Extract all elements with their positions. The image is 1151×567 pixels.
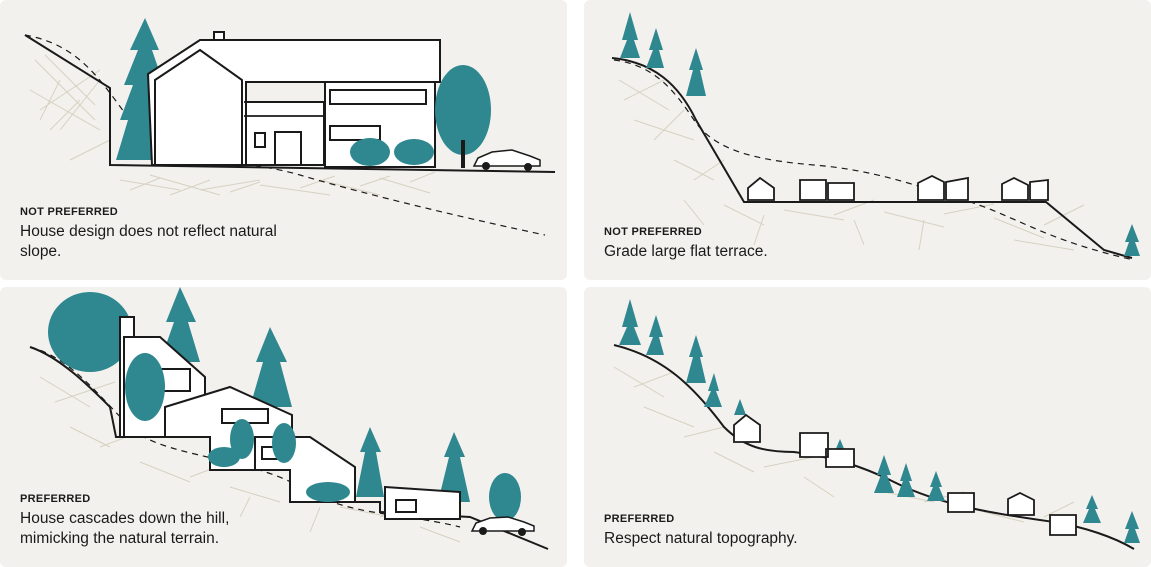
tree-icon <box>48 292 132 372</box>
house-icon <box>947 492 975 513</box>
preference-tag: NOT PREFERRED <box>604 226 703 238</box>
tree-icon <box>646 28 664 68</box>
tree-icon <box>620 12 640 58</box>
preference-tag: NOT PREFERRED <box>20 206 119 218</box>
tree-icon <box>1124 224 1140 256</box>
graded-ground <box>24 34 556 173</box>
panel-not-preferred-large-house: NOT PREFERRED House design does not refl… <box>0 0 567 280</box>
tree-icon <box>438 432 470 502</box>
tree-icon <box>356 427 384 497</box>
house-icon <box>1007 491 1035 516</box>
panel-preferred-cascading-house: PREFERRED House cascades down the hill, … <box>0 287 567 567</box>
tree-icon <box>734 399 746 415</box>
tree-icon <box>646 315 664 355</box>
caption-text: House design does not reflect natural sl… <box>20 223 277 260</box>
caption: PREFERRED House cascades down the hill, … <box>20 493 260 549</box>
house-icon <box>1049 514 1077 536</box>
house-icon <box>799 432 855 468</box>
soil-hatch <box>618 79 1085 251</box>
natural-slope-line <box>29 346 461 528</box>
caption: NOT PREFERRED Grade large flat terrace. <box>604 226 904 262</box>
flat-terrace-ground <box>611 57 1133 259</box>
cascading-house-illustration <box>29 287 549 550</box>
shrub-icon <box>350 138 390 166</box>
tree-icon <box>619 299 641 345</box>
panel-preferred-natural-topography: PREFERRED Respect natural topography. <box>584 287 1151 567</box>
caption-text: House cascades down the hill, mimicking … <box>20 510 230 547</box>
house-icon <box>733 413 761 443</box>
caption-text: Respect natural topography. <box>604 530 798 547</box>
caption-text: Grade large flat terrace. <box>604 243 768 260</box>
large-house-illustration <box>24 18 556 236</box>
preference-tag: PREFERRED <box>604 513 675 525</box>
tree-icon <box>897 463 915 497</box>
soil-hatch <box>29 54 436 196</box>
topography-houses <box>733 413 1077 536</box>
house-icon <box>1001 176 1049 201</box>
shrub-icon <box>208 447 240 467</box>
tree-icon <box>489 473 521 521</box>
soil-hatch <box>613 366 1075 523</box>
house-icon <box>917 174 969 201</box>
tree-icon <box>230 419 254 459</box>
preference-tag: PREFERRED <box>20 493 91 505</box>
tree-icon <box>435 65 491 155</box>
car-icon <box>472 149 541 167</box>
flat-terrace-illustration <box>611 12 1140 261</box>
tree-icon <box>686 335 706 383</box>
caption: PREFERRED Respect natural topography. <box>604 513 904 549</box>
cascading-house-icon <box>119 316 461 520</box>
tree-icon <box>272 423 296 463</box>
house-icon <box>799 179 855 201</box>
car-icon <box>470 516 535 532</box>
natural-slope-line <box>613 59 1135 261</box>
tree-icon <box>686 48 706 96</box>
natural-topography-illustration <box>613 299 1140 550</box>
tree-icon <box>125 353 165 421</box>
shrub-icon <box>306 482 350 502</box>
caption: NOT PREFERRED House design does not refl… <box>20 206 320 262</box>
tree-icon <box>927 471 945 501</box>
panel-not-preferred-flat-terrace: NOT PREFERRED Grade large flat terrace. <box>584 0 1151 280</box>
natural-slope-line <box>24 34 546 236</box>
house-icon <box>747 176 775 201</box>
tree-icon <box>1083 495 1101 523</box>
terrace-houses <box>747 174 1049 201</box>
tree-icon <box>160 287 200 362</box>
shrub-icon <box>394 139 434 165</box>
tree-icon <box>704 373 722 407</box>
tree-icon <box>1124 511 1140 543</box>
tree-icon <box>250 327 292 407</box>
tree-icon <box>874 455 894 493</box>
